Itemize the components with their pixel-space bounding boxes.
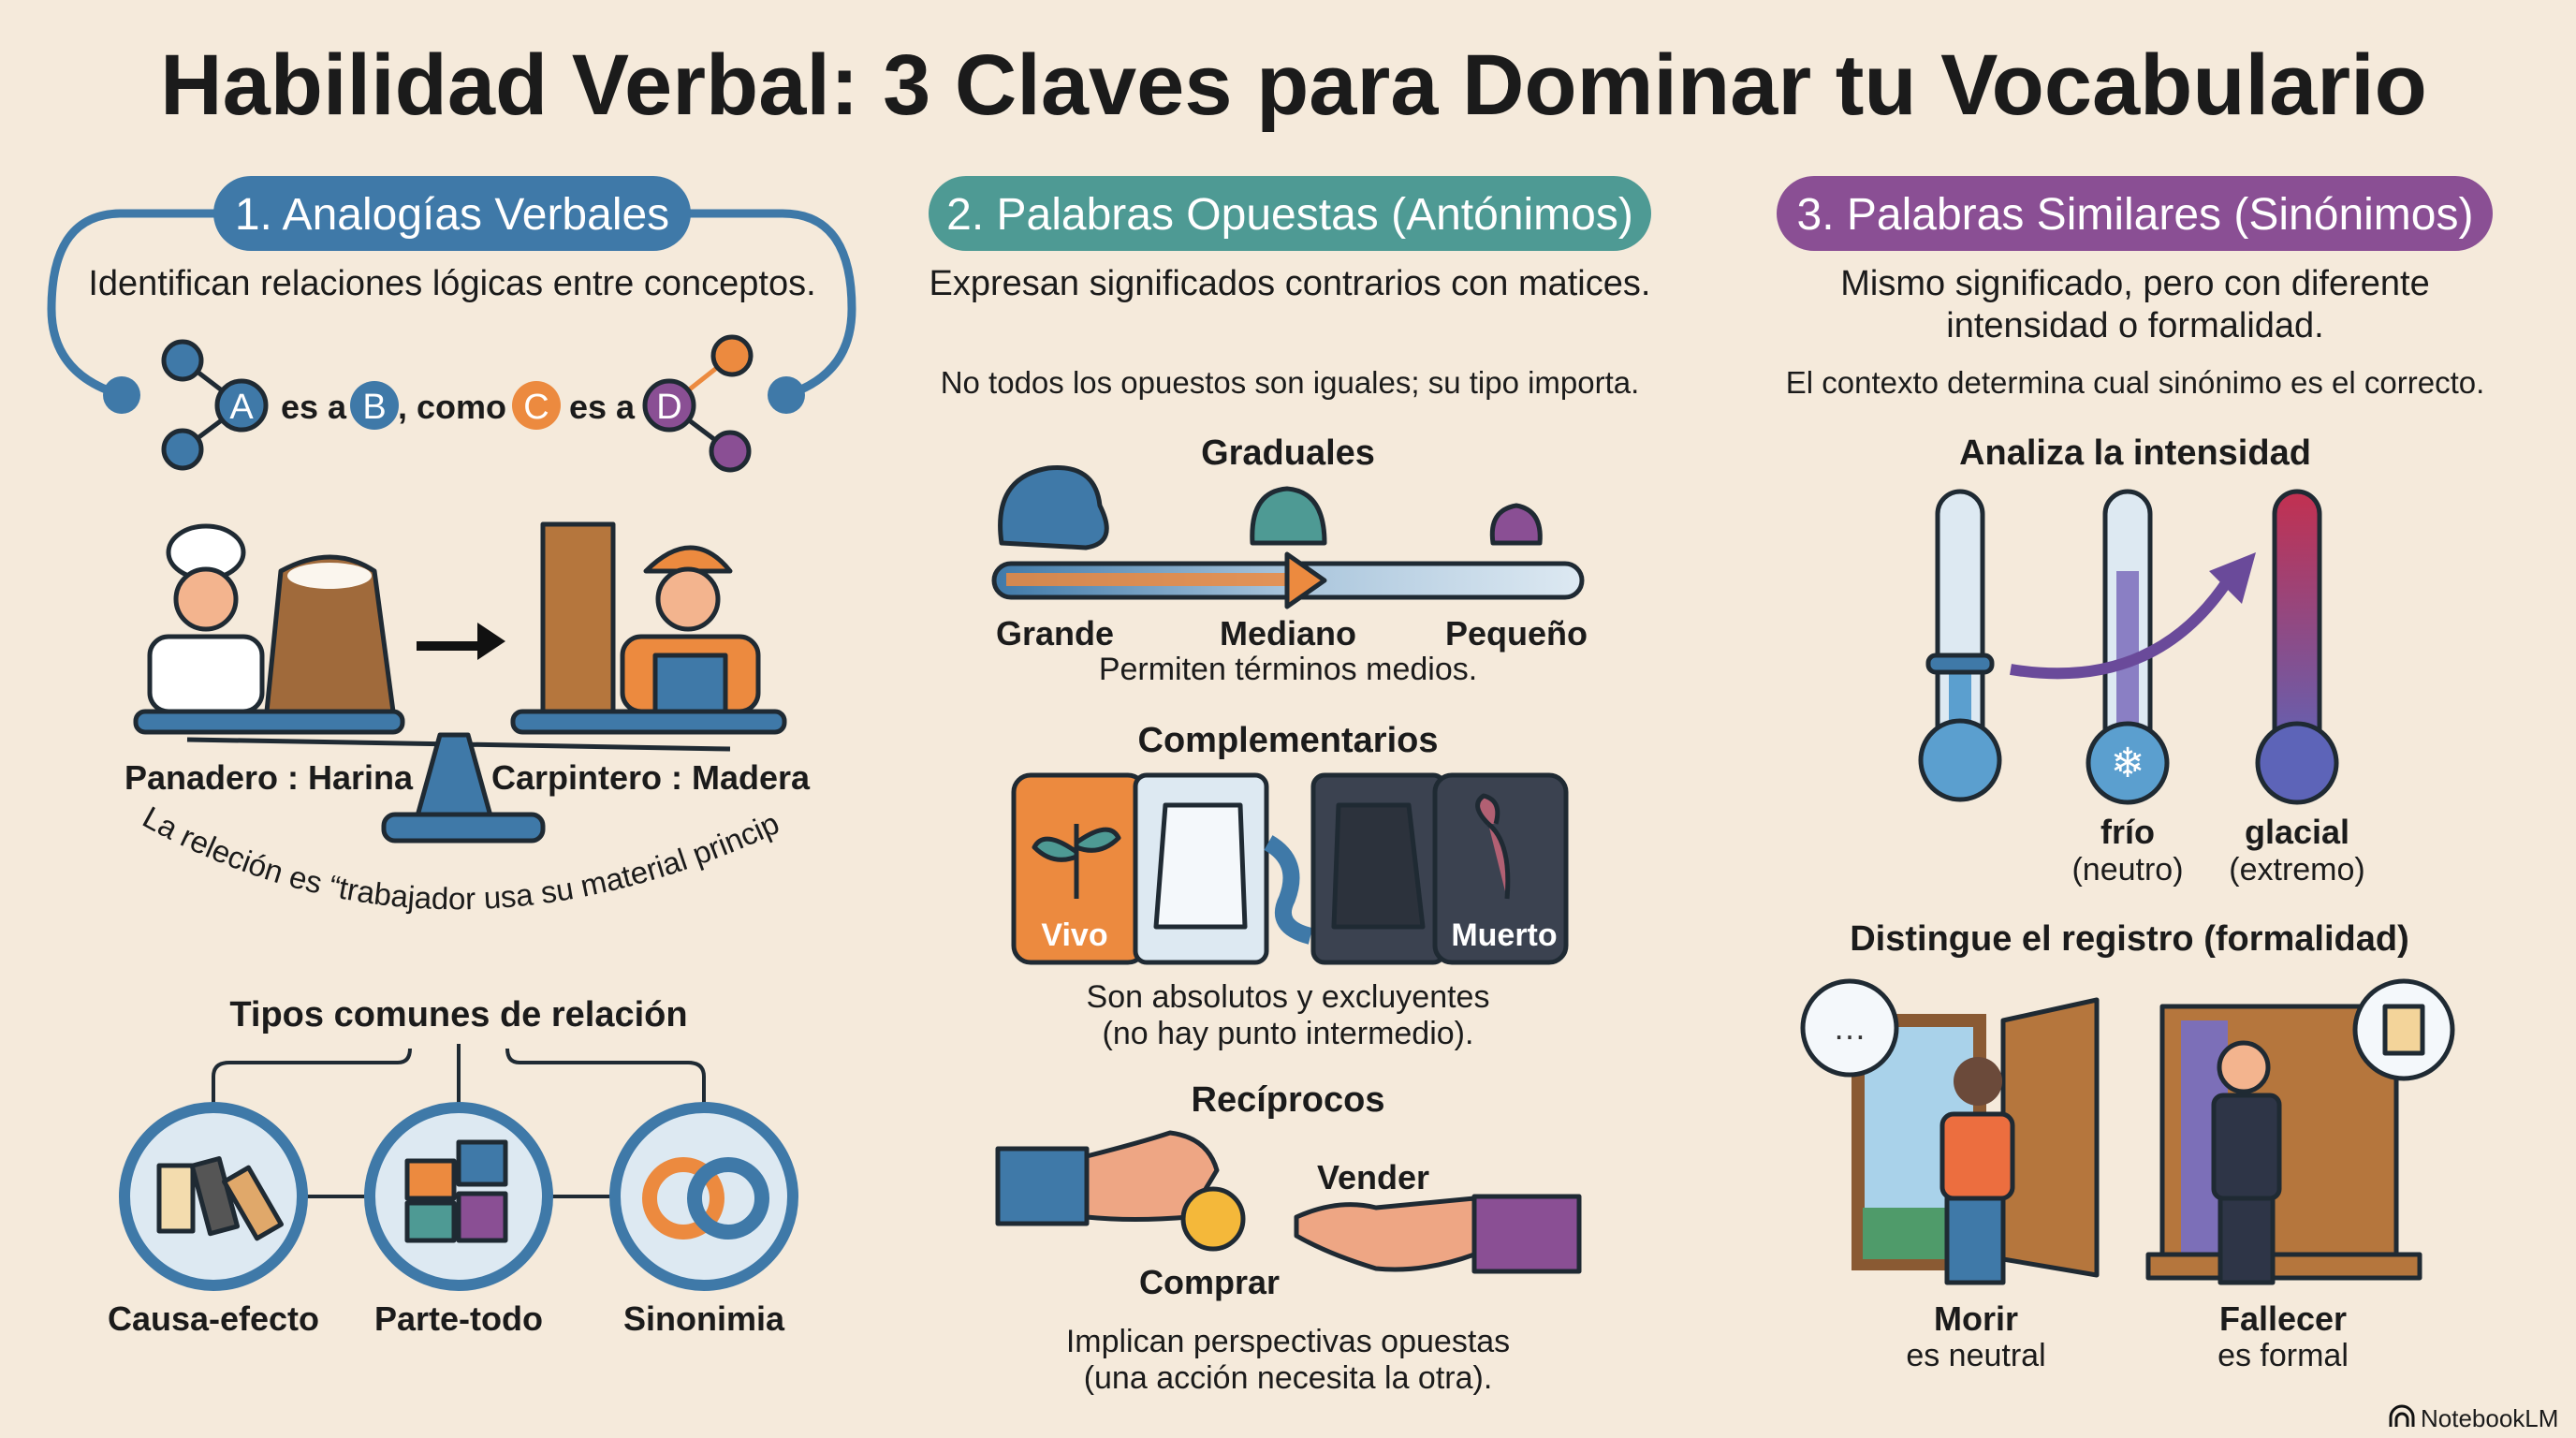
- formula-text: es a: [281, 388, 347, 426]
- morir-tag: es neutral: [1906, 1338, 2045, 1373]
- type-causa-efecto: [119, 1102, 308, 1291]
- coin-icon: [1180, 1186, 1246, 1252]
- letter-c: C: [523, 388, 549, 427]
- pill-antonimos: [929, 176, 1651, 251]
- section-subtitle: Identifican relaciones lógicas entre con…: [88, 264, 815, 303]
- reciprocos-heading: Recíprocos: [1192, 1080, 1385, 1120]
- balance-scale-illustration: [133, 521, 787, 844]
- glacial-tag: (extremo): [2229, 852, 2364, 888]
- analogy-formula: A es a B , como C es a D: [161, 334, 754, 473]
- formula-text: , como: [398, 388, 506, 426]
- register-heading: Distingue el registro (formalidad): [1850, 919, 2409, 959]
- bracket-left: [47, 209, 215, 400]
- complementarios-caption: Son absolutos y excluyentes: [1087, 979, 1490, 1015]
- dominoes-icon: [156, 1163, 196, 1234]
- fallecer-label: Fallecer: [2219, 1299, 2347, 1338]
- section-note: No todos los opuestos son iguales; su ti…: [941, 365, 1640, 400]
- vivo-label: Vivo: [1041, 917, 1107, 953]
- giving-hand-icon: [995, 1146, 1090, 1226]
- letter-b: B: [362, 388, 386, 427]
- section-title: 3. Palabras Similares (Sinónimos): [1797, 190, 2474, 240]
- small-blob-icon: [1489, 503, 1543, 546]
- pill-sinonimos: [1777, 176, 2493, 251]
- snowflake-icon: ❄: [2111, 741, 2145, 786]
- interlocked-rings-icon: [642, 1157, 724, 1240]
- section-subtitle: intensidad o formalidad.: [1946, 306, 2323, 345]
- graduales-heading: Graduales: [1201, 433, 1375, 473]
- right-pair-label: Carpintero : Madera: [491, 758, 811, 797]
- frio-label: frío: [2100, 813, 2155, 851]
- type-label: Causa-efecto: [108, 1299, 319, 1338]
- formal-door-illustration: [2145, 978, 2455, 1285]
- puzzle-icon: [404, 1158, 457, 1201]
- page-title: Habilidad Verbal: 3 Claves para Dominar …: [160, 37, 2427, 133]
- switch-illustration: [1011, 772, 1569, 965]
- left-pair-label: Panadero : Harina: [124, 758, 414, 797]
- type-parte-todo: [364, 1102, 553, 1291]
- morir-label: Morir: [1934, 1299, 2018, 1338]
- muerto-label: Muerto: [1451, 917, 1557, 953]
- pill-analogias: [213, 176, 691, 251]
- section-note: El contexto determina cual sinónimo es e…: [1786, 365, 2485, 400]
- letter-d: D: [656, 388, 681, 427]
- formal-person-icon: [2211, 1093, 2282, 1201]
- baker-icon: [147, 523, 265, 714]
- types-heading: Tipos comunes de relación: [229, 995, 687, 1034]
- section-sinonimos: 3. Palabras Similares (Sinónimos) Mismo …: [1777, 176, 2493, 1373]
- casual-person-icon: [1939, 1111, 2015, 1201]
- receiving-hand-icon: [1294, 1196, 1477, 1272]
- type-label: Sinonimia: [623, 1299, 785, 1338]
- fallecer-tag: es formal: [2217, 1338, 2349, 1373]
- formula-text: es a: [569, 388, 636, 426]
- scale-label: Grande: [996, 614, 1114, 653]
- wood-plank-icon: [540, 521, 616, 714]
- complementarios-heading: Complementarios: [1138, 721, 1439, 760]
- scale-label: Pequeño: [1445, 614, 1588, 653]
- neutral-door-illustration: …: [1800, 978, 2100, 1285]
- scale-label: Mediano: [1220, 614, 1356, 653]
- intensity-arrow-icon: [2010, 577, 2232, 680]
- carpenter-icon: [620, 545, 761, 714]
- comprar-label: Comprar: [1139, 1263, 1280, 1301]
- notebooklm-logo-icon: [2389, 1404, 2415, 1427]
- section-subtitle: Mismo significado, pero con diferente: [1840, 264, 2429, 303]
- section-antonimos: 2. Palabras Opuestas (Antónimos) Expresa…: [929, 176, 1651, 1396]
- type-sinonimia: [609, 1102, 798, 1291]
- flour-sack-icon: [264, 554, 396, 714]
- vender-label: Vender: [1317, 1158, 1429, 1196]
- speech-bubble-icon: [1800, 978, 1899, 1078]
- section-title: 1. Analogías Verbales: [235, 190, 669, 240]
- intensity-heading: Analiza la intensidad: [1959, 433, 2311, 473]
- svg-text:…: …: [1833, 1008, 1866, 1047]
- section-title: 2. Palabras Opuestas (Antónimos): [946, 190, 1633, 240]
- letter-a: A: [229, 388, 254, 427]
- bracket-right: [689, 209, 856, 400]
- molecule-icon-left: [161, 339, 243, 471]
- watermark-text: NotebookLM: [2421, 1404, 2558, 1432]
- frio-tag: (neutro): [2071, 852, 2183, 888]
- thermometers-illustration: ❄: [1918, 489, 2339, 805]
- graduales-caption: Permiten términos medios.: [1099, 652, 1477, 687]
- hands-exchange-illustration: [995, 1130, 1582, 1274]
- large-blob-icon: [998, 465, 1109, 550]
- arrow-icon: [1284, 551, 1327, 609]
- section-analogias: 1. Analogías Verbales Identifican relaci…: [0, 0, 856, 1338]
- medium-blob-icon: [1250, 486, 1327, 546]
- complementarios-caption: (no hay punto intermedio).: [1103, 1016, 1474, 1051]
- type-label: Parte-todo: [374, 1299, 543, 1338]
- arrow-right-icon: [417, 623, 505, 660]
- section-subtitle: Expresan significados contrarios con mat…: [929, 264, 1651, 303]
- notebooklm-watermark: NotebookLM: [2389, 1404, 2558, 1432]
- glacial-label: glacial: [2245, 813, 2349, 851]
- open-door-icon: [2000, 997, 2100, 1278]
- reciprocos-caption: Implican perspectivas opuestas: [1066, 1324, 1510, 1359]
- reciprocos-caption: (una acción necesita la otra).: [1084, 1360, 1493, 1396]
